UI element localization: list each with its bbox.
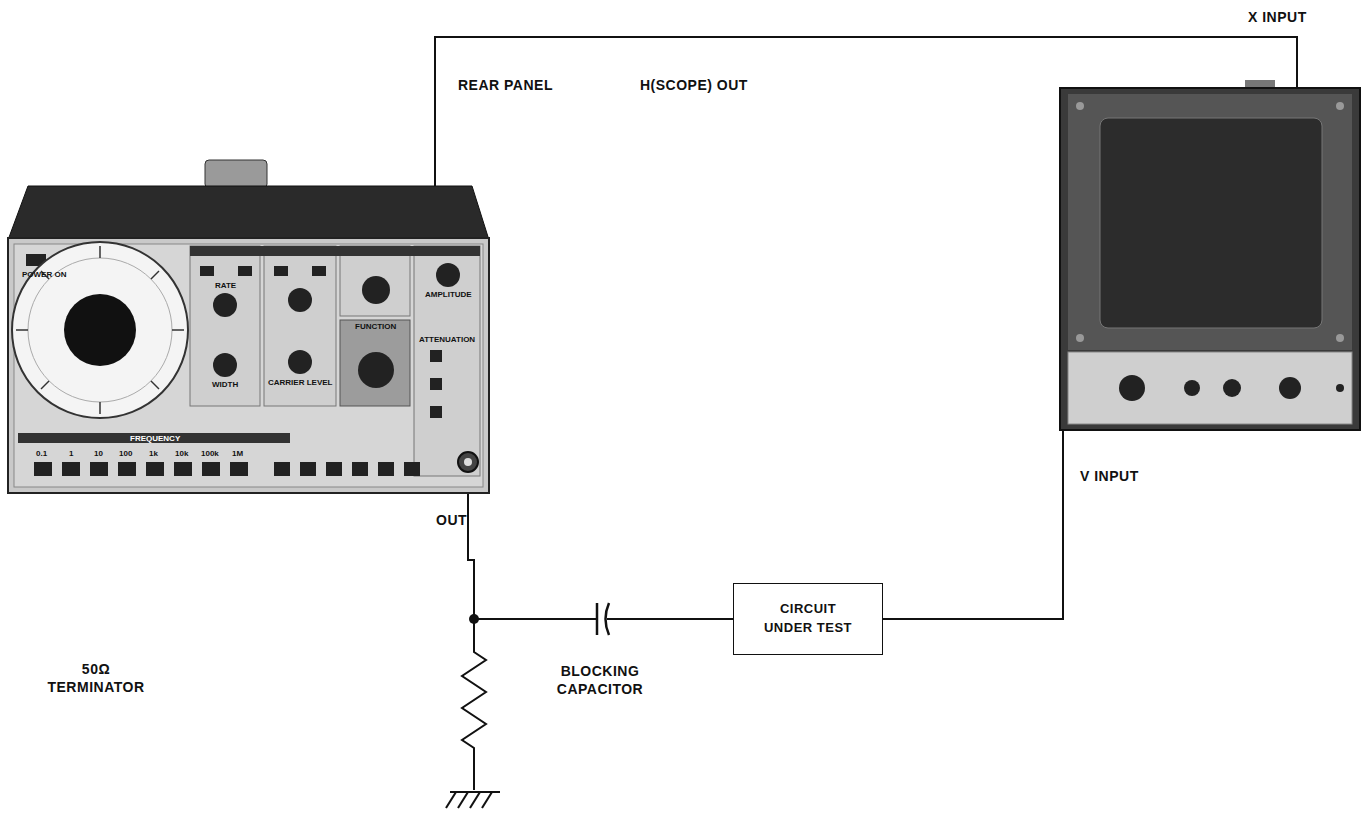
capacitor-symbol (597, 603, 609, 635)
button-label: 1M (232, 449, 243, 458)
button-label: 0.1 (36, 449, 47, 458)
button-label: 10 (94, 449, 103, 458)
terminal-label: X INPUT (1248, 9, 1307, 25)
panel-text: AMPLITUDE (425, 290, 472, 299)
button-label: 10k (175, 449, 188, 458)
panel-text: POWER ON (22, 270, 66, 279)
box-text: CIRCUIT UNDER TEST (760, 600, 856, 638)
terminal-label: OUT (436, 512, 467, 528)
panel-text: FREQUENCY (130, 434, 180, 443)
panel-label: REAR PANEL (458, 77, 553, 93)
button-label: 100 (119, 449, 132, 458)
terminal-label: V INPUT (1080, 468, 1139, 484)
panel-text: CARRIER LEVEL (268, 378, 332, 387)
oscilloscope (1060, 80, 1360, 430)
panel-text: ATTENUATION (419, 335, 475, 344)
terminal-label: H(SCOPE) OUT (640, 77, 748, 93)
panel-text: FUNCTION (355, 322, 396, 331)
junction-dot (469, 614, 479, 624)
function-generator (8, 160, 489, 493)
component-label: BLOCKING CAPACITOR (540, 662, 660, 698)
button-label: 100k (201, 449, 219, 458)
button-label: 1k (149, 449, 158, 458)
panel-text: WIDTH (212, 380, 238, 389)
component-label: 50Ω TERMINATOR (36, 660, 156, 696)
panel-text: RATE (215, 281, 236, 290)
button-label: 1 (69, 449, 73, 458)
process-box: CIRCUIT UNDER TEST (733, 583, 883, 655)
